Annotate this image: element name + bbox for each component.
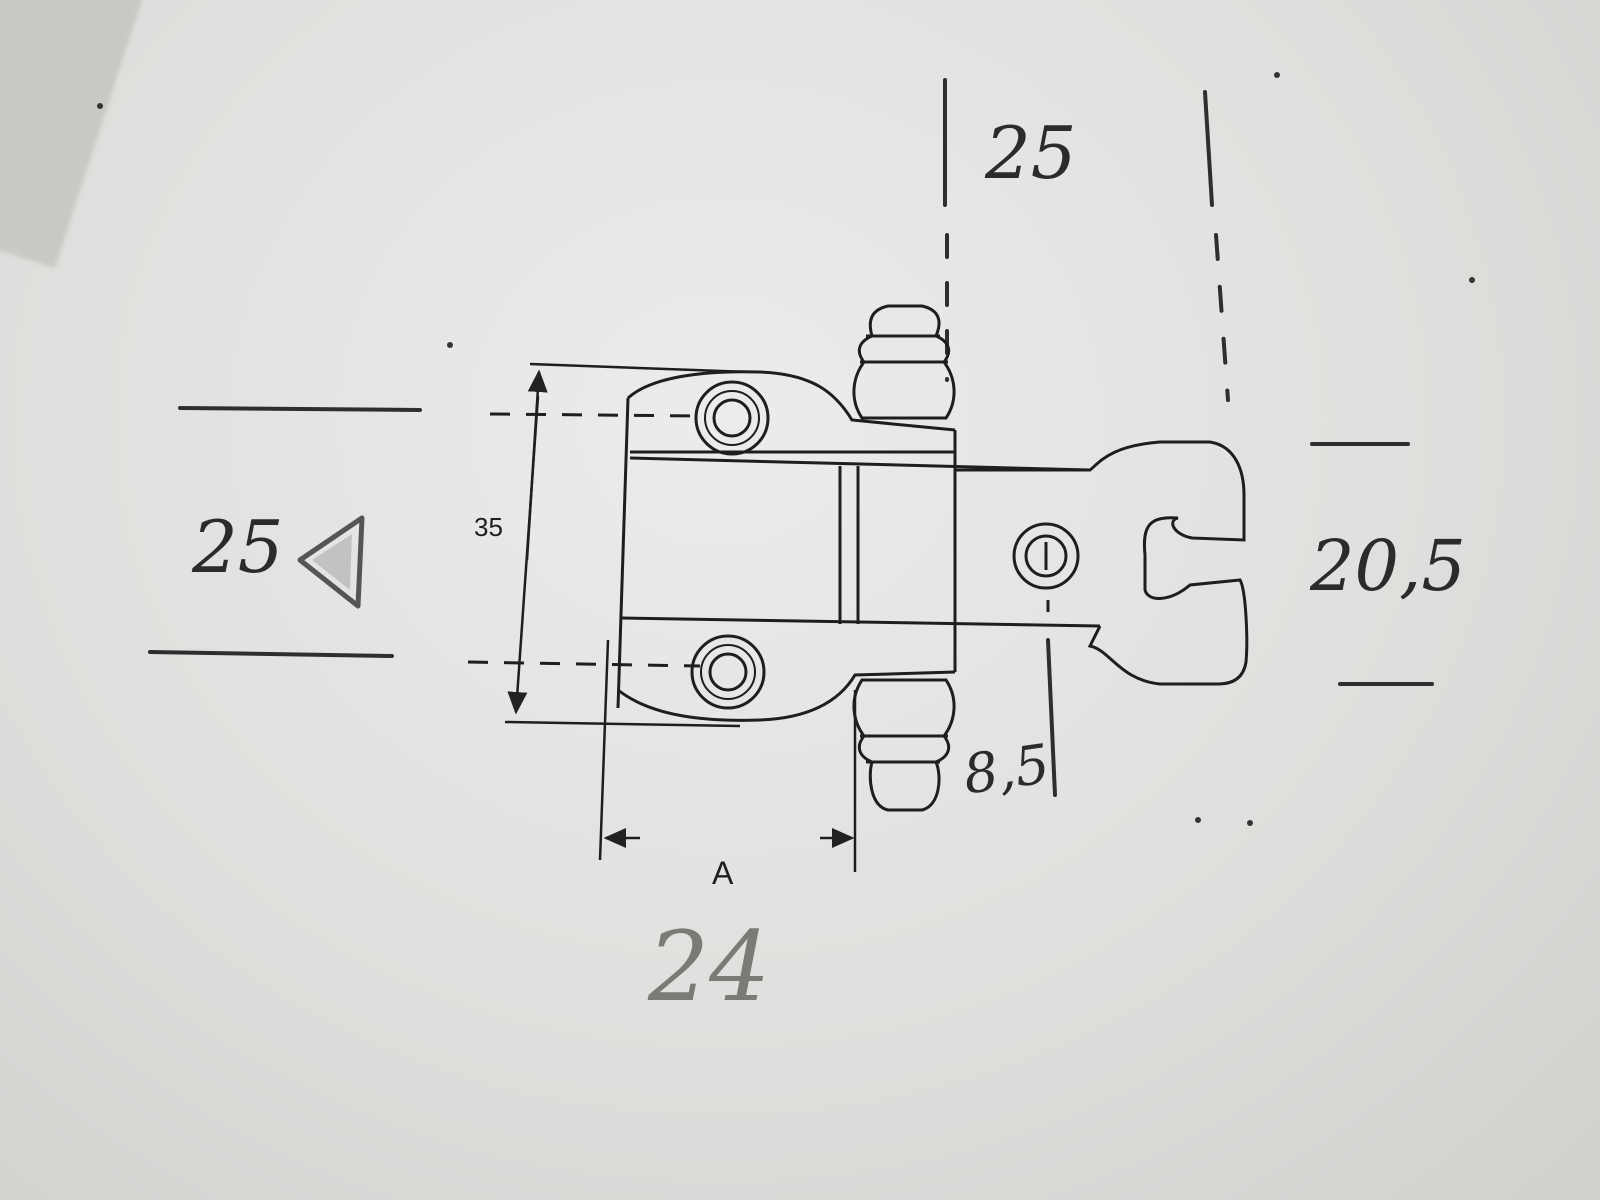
bottom-dimension-handwritten: 24 — [647, 911, 770, 1023]
lower-screw-hole-icon — [690, 634, 766, 710]
height-dimension-label: 35 — [474, 512, 503, 542]
small-dimension-handwritten: 8,5 — [959, 732, 1053, 806]
width-symbol-label: A — [712, 855, 734, 891]
left-dimension-handwritten: 25 — [191, 505, 284, 589]
width-dimension-line — [598, 639, 857, 872]
triangle-mark-icon — [297, 515, 365, 609]
hinge-outline — [616, 304, 1249, 812]
stray-dots — [97, 72, 1475, 826]
right-dimension-handwritten: 20,5 — [1309, 525, 1466, 607]
leaf-screw-hole-icon — [1012, 522, 1080, 590]
upper-screw-hole-icon — [694, 380, 770, 456]
printed-centerlines — [467, 412, 1050, 668]
height-dimension-line — [504, 362, 751, 728]
top-dimension-handwritten: 25 — [984, 111, 1077, 195]
handwritten-reference-lines — [148, 78, 1434, 797]
